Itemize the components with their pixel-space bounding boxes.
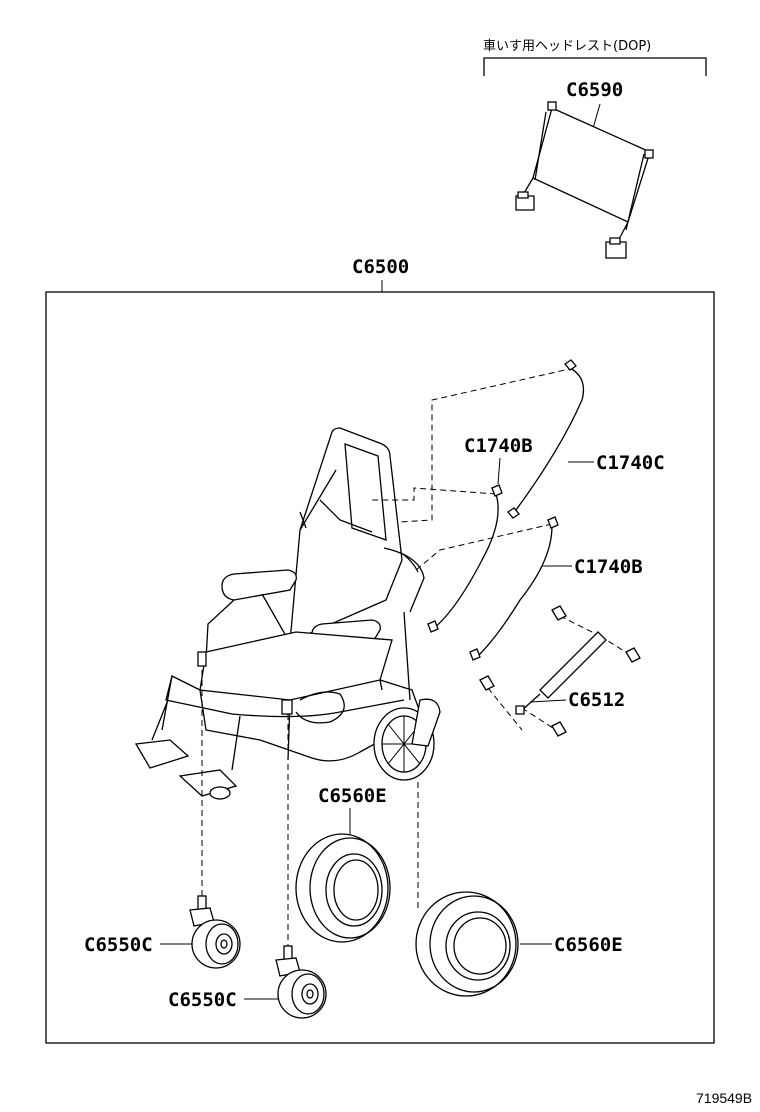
rear-wheel-lower-drawing <box>415 891 519 997</box>
headrest-group: 車いす用ヘッドレスト(DOP) C6590 <box>483 39 707 259</box>
assembly-part-label[interactable]: C6500 <box>352 256 409 278</box>
drawing-number: 719549B <box>696 1090 752 1106</box>
cable-c1740b-lower <box>415 516 559 661</box>
headrest-bracket <box>483 57 707 76</box>
cable-b-lower-label[interactable]: C1740B <box>574 556 643 578</box>
headrest-drawing <box>515 101 654 259</box>
caster-right-label[interactable]: C6550C <box>168 989 237 1011</box>
assembly-box <box>45 291 715 1044</box>
caster-left-label[interactable]: C6550C <box>84 934 153 956</box>
rear-wheel-upper-label[interactable]: C6560E <box>318 785 387 807</box>
rear-wheel-upper-drawing <box>295 833 391 943</box>
cable-c1740c <box>399 359 585 523</box>
caster-left-drawing <box>189 895 241 969</box>
gas-spring-leader <box>529 699 567 703</box>
cable-c-label[interactable]: C1740C <box>596 452 665 474</box>
cable-c1740b-upper <box>372 484 503 633</box>
wheelchair-drawing <box>134 427 441 800</box>
headrest-part-label[interactable]: C6590 <box>566 79 623 101</box>
gas-spring-label[interactable]: C6512 <box>568 689 625 711</box>
gas-spring-drawing <box>479 605 641 737</box>
cable-b-upper-label[interactable]: C1740B <box>464 435 533 457</box>
caster-right-drawing <box>275 945 327 1019</box>
cable-b-upper-leader <box>497 457 501 485</box>
headrest-note-label: 車いす用ヘッドレスト(DOP) <box>483 39 651 54</box>
rear-wheel-lower-label[interactable]: C6560E <box>554 934 623 956</box>
